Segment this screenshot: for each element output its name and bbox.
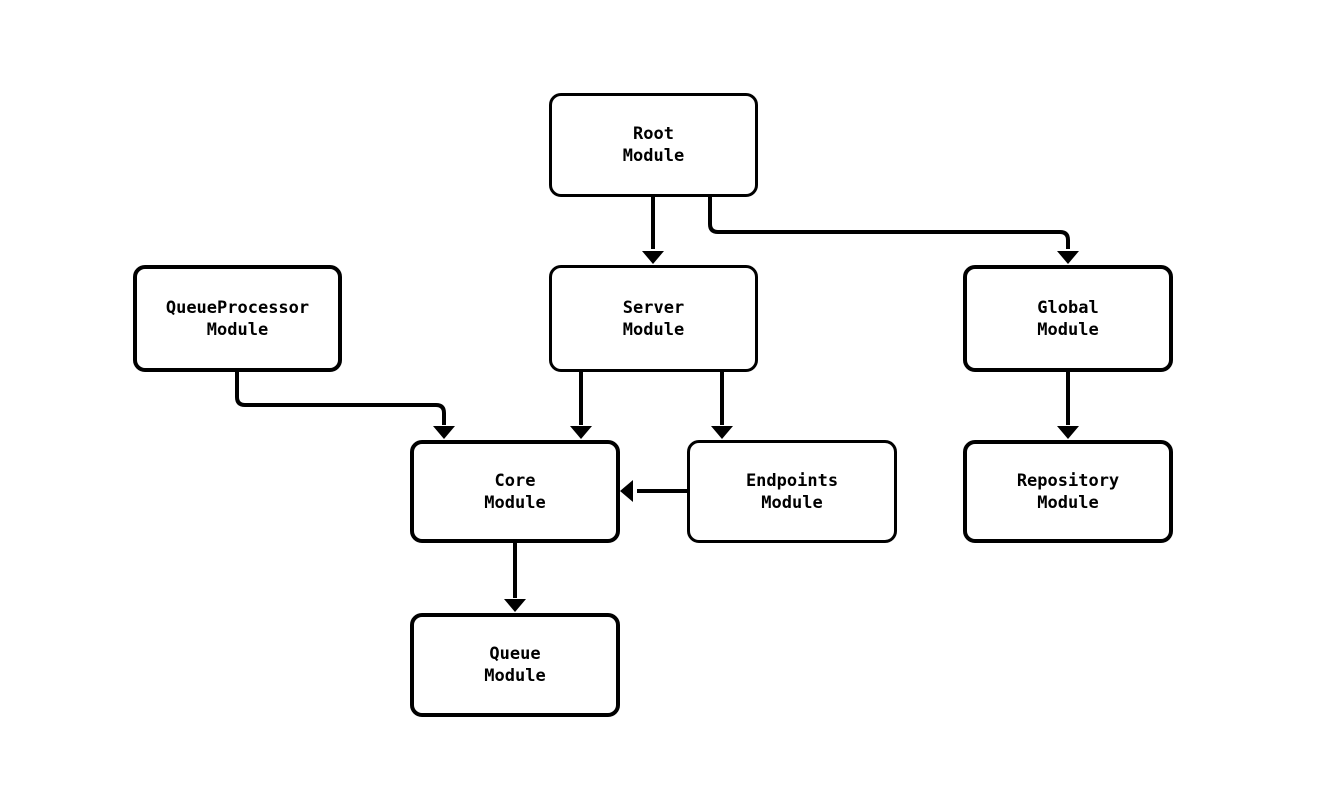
node-root[interactable]: Root Module — [549, 93, 758, 197]
node-repository[interactable]: Repository Module — [963, 440, 1173, 543]
node-core[interactable]: Core Module — [410, 440, 620, 543]
arrowhead-icon — [1057, 251, 1079, 264]
edge-server-to-core — [570, 372, 592, 439]
edge-global-to-repository — [1057, 372, 1079, 439]
node-queue[interactable]: Queue Module — [410, 613, 620, 717]
arrowhead-icon — [1057, 426, 1079, 439]
arrowhead-icon — [433, 426, 455, 439]
arrowhead-icon — [504, 599, 526, 612]
edge-core-to-queue — [504, 543, 526, 612]
node-label-core: Core Module — [484, 470, 546, 513]
node-queueprocessor[interactable]: QueueProcessor Module — [133, 265, 342, 372]
node-label-queue: Queue Module — [484, 644, 546, 686]
arrowhead-icon — [711, 426, 733, 439]
edge-server-to-endpoints — [711, 372, 733, 439]
edge-line — [235, 372, 446, 425]
node-global[interactable]: Global Module — [963, 265, 1173, 372]
node-label-server: Server Module — [622, 297, 685, 340]
edge-endpoints-to-core — [620, 480, 687, 502]
node-server[interactable]: Server Module — [549, 265, 758, 372]
edge-root-to-global — [708, 197, 1079, 264]
arrowhead-icon — [642, 251, 664, 264]
node-endpoints[interactable]: Endpoints Module — [687, 440, 897, 543]
edge-queueprocessor-to-core — [235, 372, 455, 439]
node-label-queueprocessor: QueueProcessor Module — [165, 297, 310, 340]
edge-root-to-server — [642, 197, 664, 264]
node-label-endpoints: Endpoints Module — [745, 470, 839, 513]
arrowhead-icon — [620, 480, 633, 502]
node-label-repository: Repository Module — [1016, 470, 1120, 513]
arrowhead-icon — [570, 426, 592, 439]
node-label-global: Global Module — [1037, 297, 1099, 340]
node-label-root: Root Module — [622, 124, 685, 166]
edge-line — [708, 197, 1070, 249]
